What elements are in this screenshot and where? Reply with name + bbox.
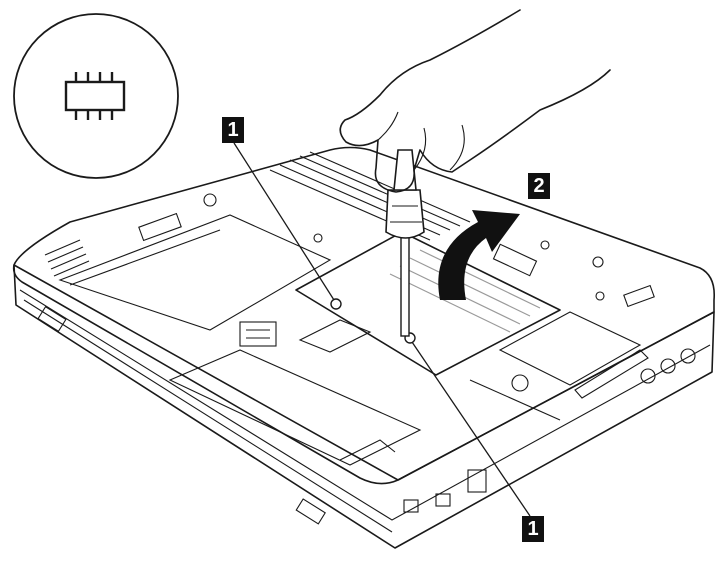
curved-arrow-icon [438, 210, 520, 300]
callout-screw-bottom: 1 [522, 516, 544, 542]
callout-screw-top: 1 [222, 117, 244, 143]
hand [339, 9, 611, 193]
leader-lines [233, 142, 531, 517]
screwdriver-icon [385, 149, 425, 337]
memory-chip-icon [13, 13, 179, 179]
laptop-underside [12, 146, 716, 549]
screw-top [330, 298, 342, 310]
callout-rotate-cover: 2 [528, 173, 550, 199]
